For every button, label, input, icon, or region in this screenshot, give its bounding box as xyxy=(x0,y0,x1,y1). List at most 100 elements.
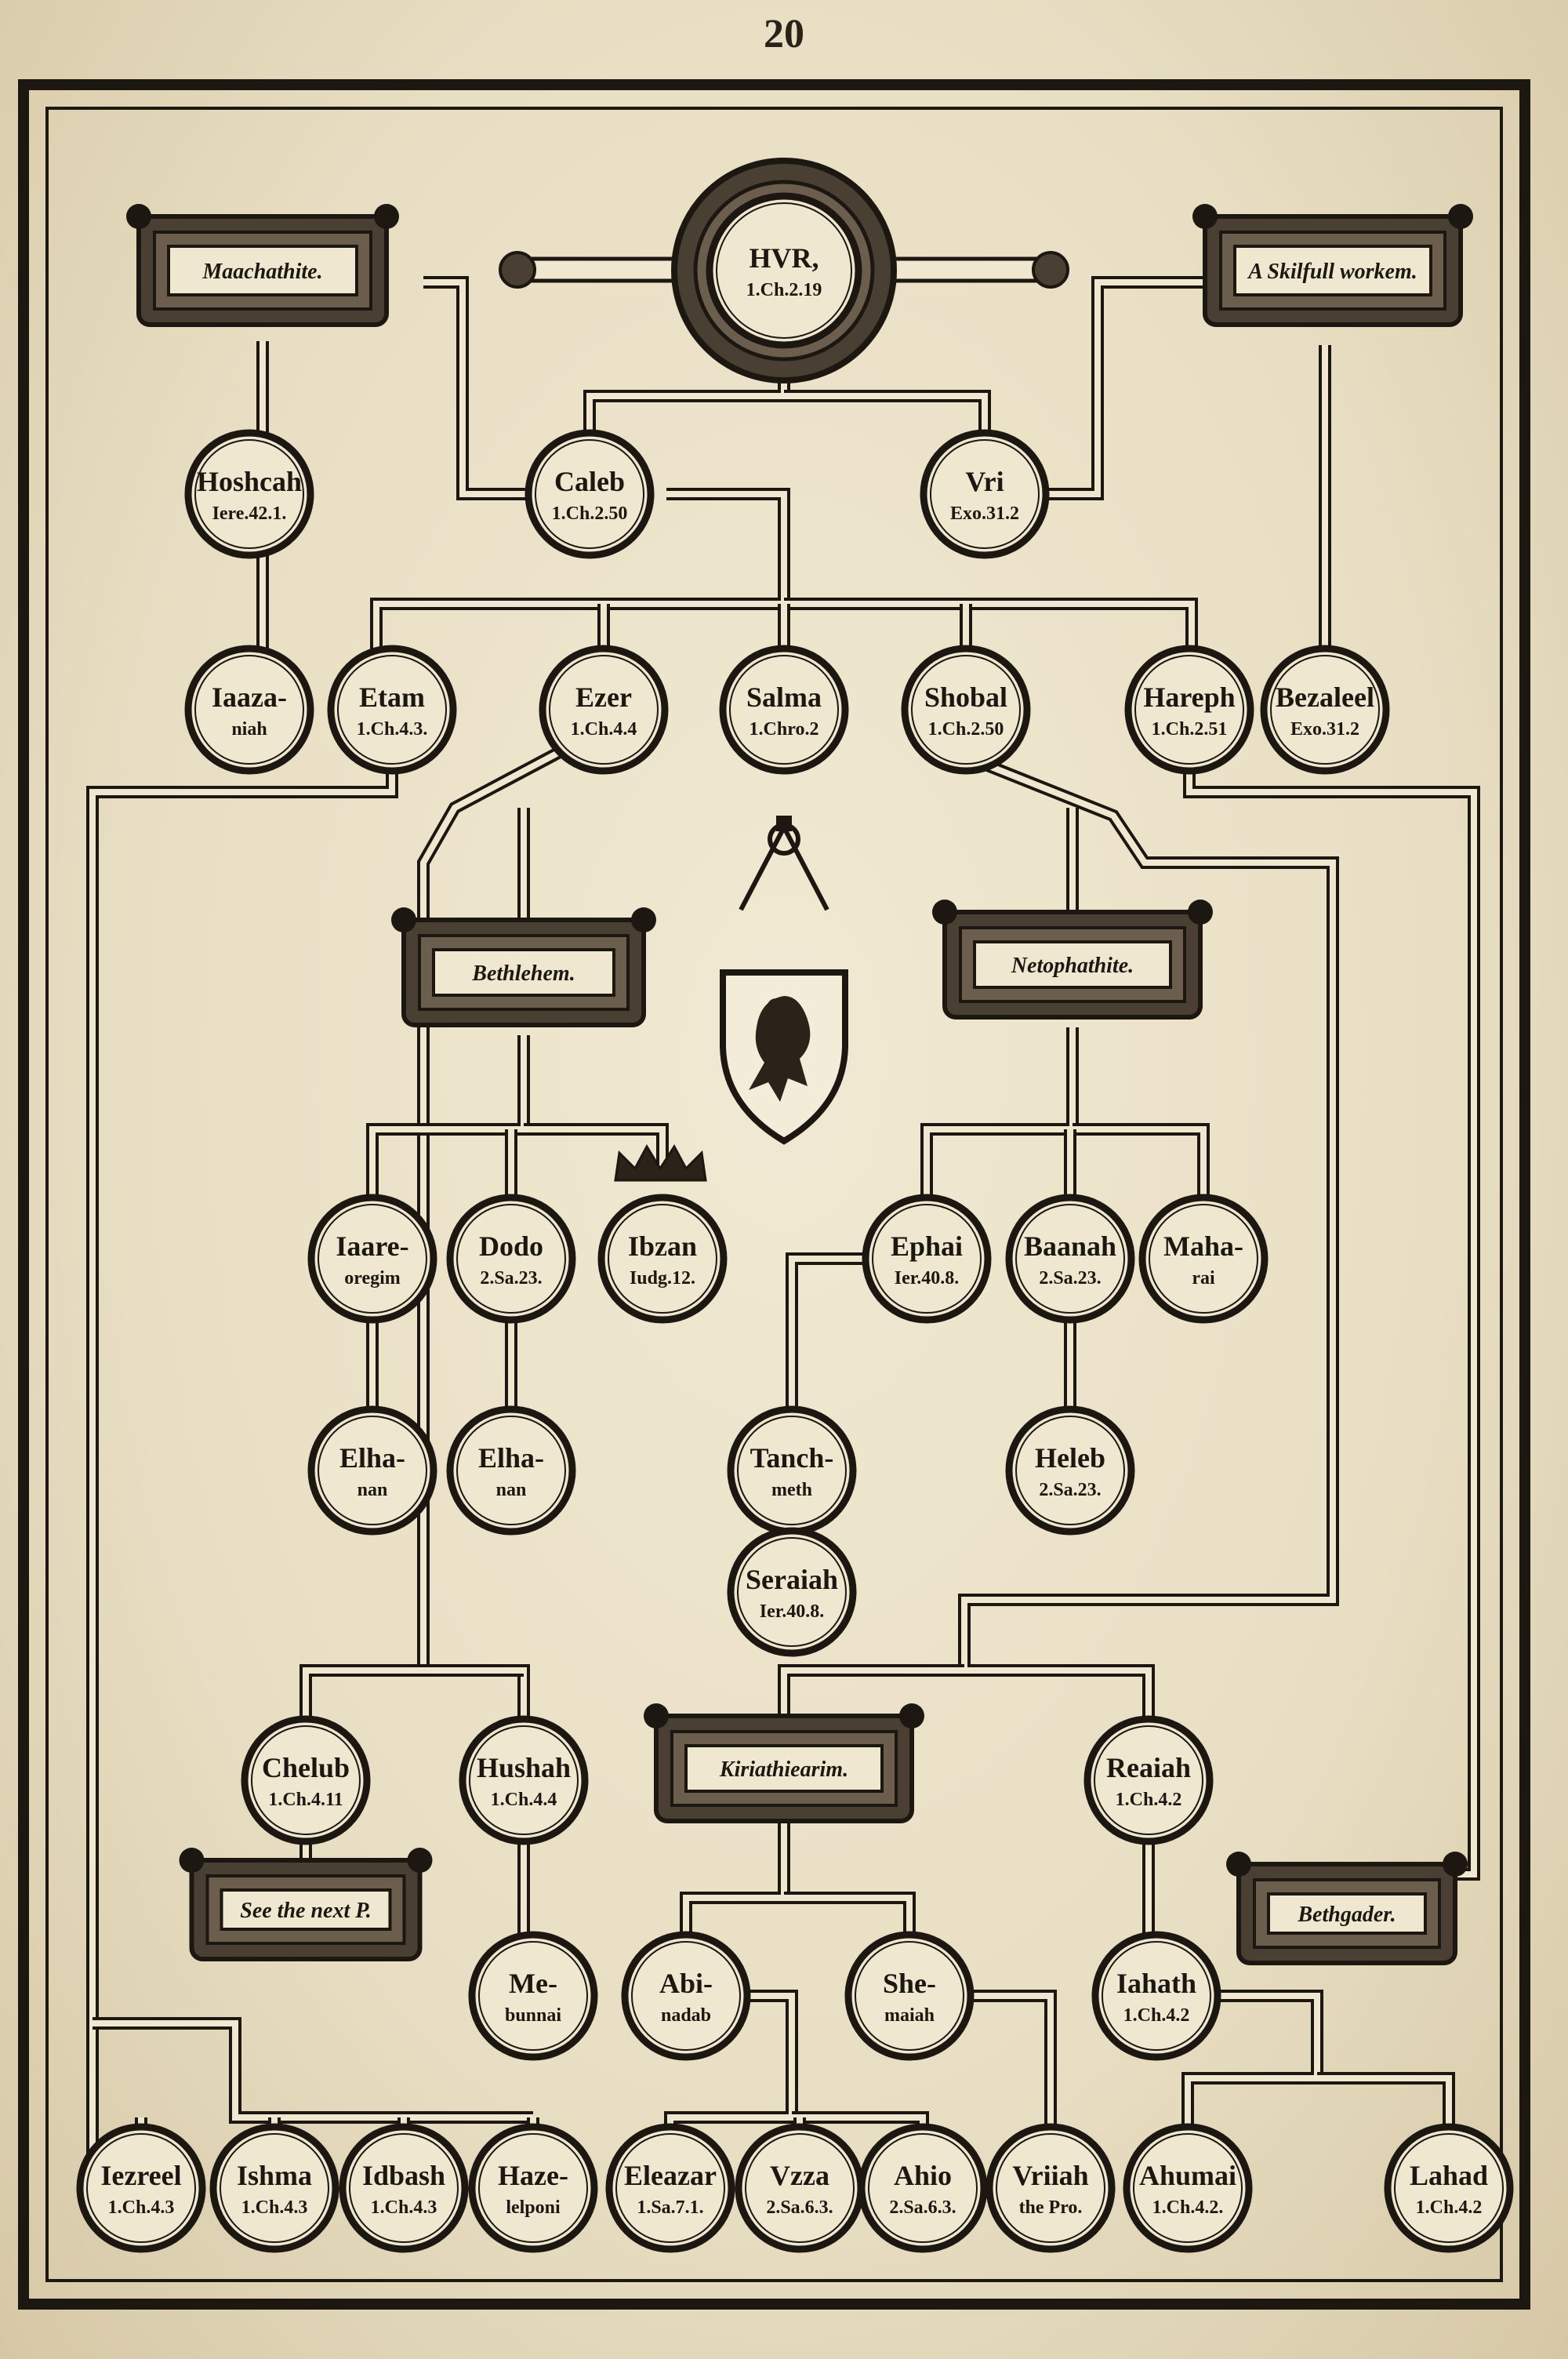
person-name: Baanah xyxy=(1024,1230,1116,1262)
person-node-chelub: Chelub 1.Ch.4.11 xyxy=(241,1715,371,1845)
person-name: Salma xyxy=(746,682,822,713)
connector-0 xyxy=(583,369,790,447)
banner-skilful: A Skilfull workem. xyxy=(1192,204,1473,327)
person-node-tanhumeth: Tanch-meth xyxy=(727,1405,857,1536)
person-node-jahath: Iahath 1.Ch.4.2 xyxy=(1091,1931,1221,2061)
person-reference: oregim xyxy=(344,1268,401,1289)
person-node-ahumai: Ahumai 1.Ch.4.2. xyxy=(1123,2123,1253,2253)
person-reference: the Pro. xyxy=(1019,2197,1083,2218)
person-reference: 1.Chro.2 xyxy=(750,719,819,740)
person-name: Bezaleel xyxy=(1276,682,1374,713)
person-name: She- xyxy=(883,1968,936,1999)
person-node-ezer: Ezer 1.Ch.4.4 xyxy=(539,645,669,775)
connector-43 xyxy=(956,1990,1057,2141)
page-number: 20 xyxy=(764,12,804,56)
banner-layer: Maachathite. A Skilfull workem. Bethlehem.… xyxy=(126,204,1473,1965)
person-node-salma: Salma 1.Chro.2 xyxy=(719,645,849,775)
person-reference: 1.Ch.2.50 xyxy=(928,719,1004,740)
person-reference: nan xyxy=(496,1480,527,1500)
person-name: Iahath xyxy=(1116,1968,1196,1999)
person-reference: 1.Ch.2.50 xyxy=(552,503,628,524)
person-reference: Ier.40.8. xyxy=(760,1601,824,1622)
banner-netophathite: Netophathite. xyxy=(932,900,1213,1020)
person-node-shemaiah: She-maiah xyxy=(844,1931,975,2061)
person-node-ishma: Ishma 1.Ch.4.3 xyxy=(209,2123,339,2253)
crown-icon xyxy=(614,1143,707,1182)
person-reference: 1.Ch.4.3 xyxy=(241,2197,308,2218)
person-name: Chelub xyxy=(262,1752,350,1783)
person-name: Ahumai xyxy=(1139,2160,1236,2191)
person-node-abinadab: Abi-nadab xyxy=(621,1931,751,2061)
person-node-hazelelponi: Haze-lelponi xyxy=(468,2123,598,2253)
person-name: Ezer xyxy=(575,682,632,713)
person-reference: 1.Ch.4.4 xyxy=(571,719,637,740)
banner-see_next: See the next P. xyxy=(179,1848,433,1961)
person-node-mebunnai: Me-bunnai xyxy=(468,1931,598,2061)
person-reference: nan xyxy=(358,1480,388,1500)
person-name: Me- xyxy=(509,1968,557,1999)
person-name: Haze- xyxy=(498,2160,568,2191)
banner-kiriath: Kiriathiearim. xyxy=(644,1703,924,1823)
person-node-uriah: Vriiah the Pro. xyxy=(985,2123,1116,2253)
person-reference: 1.Sa.7.1. xyxy=(637,2197,703,2218)
person-reference: Ier.40.8. xyxy=(895,1268,959,1289)
person-name: Caleb xyxy=(554,466,625,497)
connector-2 xyxy=(423,276,541,500)
person-reference: meth xyxy=(771,1480,812,1500)
person-name: Ahio xyxy=(894,2160,952,2191)
connector-19 xyxy=(299,1664,524,1733)
person-reference: 2.Sa.6.3. xyxy=(766,2197,833,2218)
person-name: Vriiah xyxy=(1012,2160,1088,2191)
person-name: Reaiah xyxy=(1106,1752,1191,1783)
person-name: Hoshcah xyxy=(197,466,302,497)
person-node-jaazaniah: Iaaza-niah xyxy=(184,645,314,775)
person-name: Heleb xyxy=(1035,1442,1105,1474)
person-reference: Exo.31.2 xyxy=(1290,719,1359,740)
banner-bethlehem: Bethlehem. xyxy=(391,907,656,1027)
person-name: Ephai xyxy=(891,1230,963,1262)
person-reference: niah xyxy=(231,719,267,740)
person-reference: 1.Ch.4.4 xyxy=(491,1790,557,1810)
banner-label: Bethlehem. xyxy=(471,961,575,986)
person-name: Elha- xyxy=(339,1442,405,1474)
person-reference: rai xyxy=(1192,1268,1215,1289)
person-node-elhanan2: Elha-nan xyxy=(446,1405,576,1536)
person-name: Seraiah xyxy=(746,1564,838,1595)
banner-label: A Skilfull workem. xyxy=(1247,260,1417,284)
person-node-elhanan1: Elha-nan xyxy=(307,1405,437,1536)
person-reference: 1.Ch.4.11 xyxy=(268,1790,343,1810)
person-reference: 2.Sa.23. xyxy=(480,1268,542,1289)
person-name: Hareph xyxy=(1143,682,1235,713)
person-name: Ibzan xyxy=(628,1230,697,1262)
person-reference: 1.Ch.4.2 xyxy=(1416,2197,1483,2218)
person-reference: 1.Ch.4.2. xyxy=(1152,2197,1224,2218)
person-reference: Exo.31.2 xyxy=(950,503,1019,524)
person-reference: 1.Ch.4.2 xyxy=(1123,2005,1190,2026)
person-reference: 1.Ch.2.19 xyxy=(746,280,822,300)
person-node-eleazar: Eleazar 1.Sa.7.1. xyxy=(605,2123,735,2253)
person-node-jaare: Iaare-oregim xyxy=(307,1194,437,1324)
person-name: Etam xyxy=(359,682,425,713)
connector-28 xyxy=(920,1027,1079,1212)
person-name: Hushah xyxy=(477,1752,571,1783)
person-name: Iezreel xyxy=(100,2160,181,2191)
person-name: Maha- xyxy=(1163,1230,1243,1262)
person-name: Eleazar xyxy=(624,2160,717,2191)
banner-label: Maachathite. xyxy=(201,260,322,284)
person-name: HVR, xyxy=(750,242,819,274)
person-name: Ishma xyxy=(237,2160,312,2191)
person-name: Iaare- xyxy=(336,1230,408,1262)
